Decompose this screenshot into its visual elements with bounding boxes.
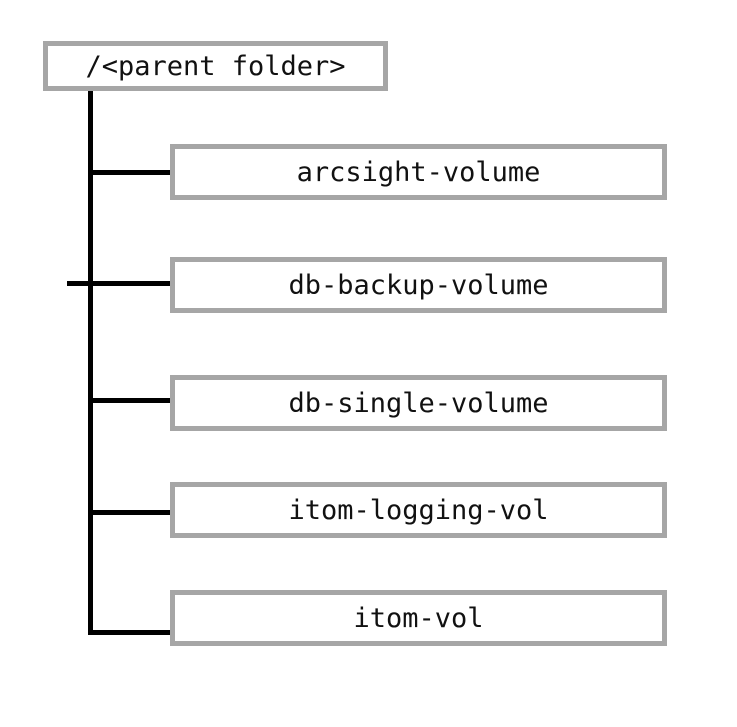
volume-node-db-single-volume: db-single-volume xyxy=(170,375,667,431)
connector-line-itom-vol xyxy=(88,630,175,635)
volume-node-itom-logging-vol: itom-logging-vol xyxy=(170,482,667,538)
volume-node-itom-vol: itom-vol xyxy=(170,590,667,646)
volume-label: db-single-volume xyxy=(288,387,549,419)
volume-node-arcsight-volume: arcsight-volume xyxy=(170,144,667,200)
connector-line-db-single-volume xyxy=(88,398,175,403)
volume-node-db-backup-volume: db-backup-volume xyxy=(170,257,667,313)
parent-folder-node: /<parent folder> xyxy=(43,41,388,91)
volume-label: itom-logging-vol xyxy=(288,494,549,526)
connector-line-db-backup-volume xyxy=(67,281,175,286)
volume-label: itom-vol xyxy=(353,602,484,634)
connector-line-arcsight-volume xyxy=(88,170,175,175)
parent-folder-label: /<parent folder> xyxy=(85,50,346,82)
tree-trunk-line xyxy=(88,91,93,635)
volume-label: db-backup-volume xyxy=(288,269,549,301)
volume-label: arcsight-volume xyxy=(296,156,541,188)
connector-line-itom-logging-vol xyxy=(88,510,175,515)
